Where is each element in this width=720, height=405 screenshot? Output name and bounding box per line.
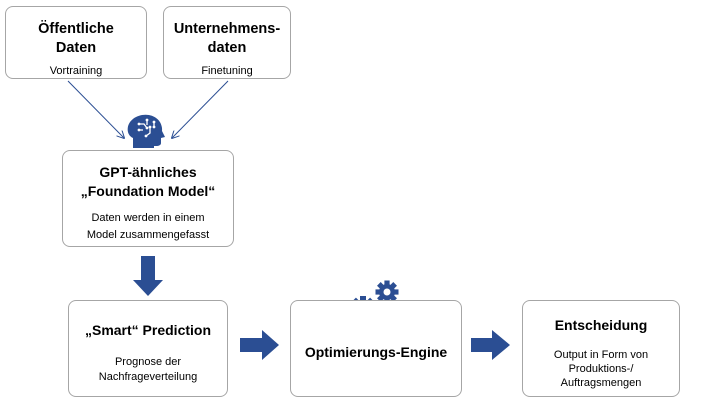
arrow-prediction-to-engine — [240, 330, 279, 360]
arrow-company-to-model — [172, 80, 229, 138]
arrow-engine-to-decision — [471, 330, 510, 360]
smart-prediction-box: „Smart“ Prediction Prognose der Nachfrag… — [68, 300, 228, 397]
foundation-desc-line1: Daten werden in einem — [91, 212, 205, 224]
arrow-model-to-prediction — [133, 256, 163, 296]
optimization-engine-box: Optimierungs-Engine — [290, 300, 462, 397]
arrow-public-to-model — [67, 80, 124, 138]
public-data-title-line1: Öffentliche — [38, 21, 114, 37]
prediction-desc-line2: Nachfrageverteilung — [98, 371, 198, 383]
company-data-box: Unternehmens- daten Finetuning — [163, 6, 291, 79]
decision-desc-line3: Auftragsmengen — [560, 377, 642, 389]
company-data-subtitle: Finetuning — [201, 65, 253, 77]
foundation-title-line2: „Foundation Model“ — [80, 183, 216, 199]
decision-title: Entscheidung — [554, 317, 648, 333]
company-data-title-line1: Unternehmens- — [173, 21, 281, 37]
decision-desc-line2: Produktions-/ — [568, 363, 634, 375]
engine-title: Optimierungs-Engine — [304, 344, 448, 360]
foundation-model-box: GPT-ähnliches „Foundation Model“ Daten w… — [62, 150, 234, 247]
public-data-box: Öffentliche Daten Vortraining — [5, 6, 147, 79]
prediction-desc-line1: Prognose der — [114, 356, 182, 368]
decision-desc-line1: Output in Form von — [553, 349, 649, 361]
public-data-subtitle: Vortraining — [49, 65, 103, 77]
company-data-title-line2: daten — [207, 40, 247, 56]
brain-head-icon — [127, 114, 165, 148]
public-data-title-line2: Daten — [55, 40, 97, 56]
prediction-title: „Smart“ Prediction — [84, 322, 212, 338]
foundation-title-line1: GPT-ähnliches — [99, 164, 197, 180]
decision-box: Entscheidung Output in Form von Produkti… — [522, 300, 680, 397]
foundation-desc-line2: Model zusammengefasst — [86, 229, 210, 241]
